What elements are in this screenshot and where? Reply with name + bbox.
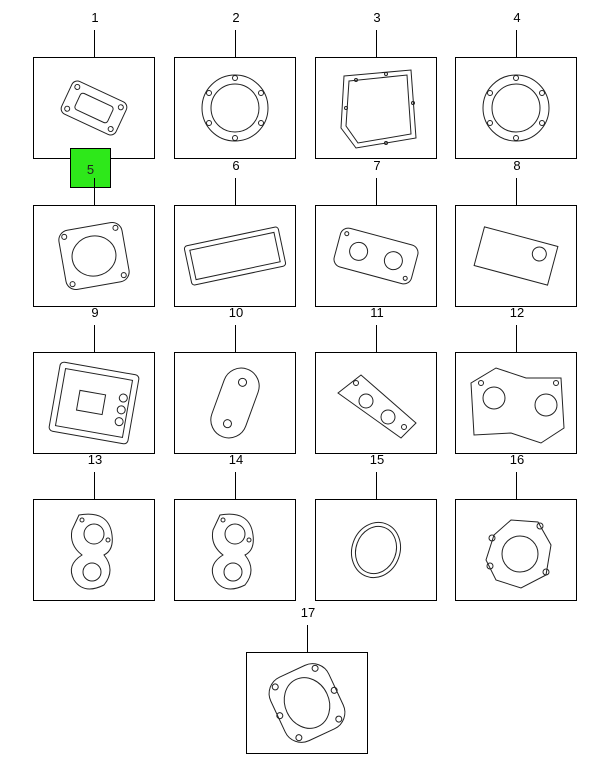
part-number-label[interactable]: 11 <box>370 305 384 320</box>
part-callout-14[interactable]: 14 <box>174 452 298 602</box>
part-image[interactable] <box>315 57 437 159</box>
gasket-drawing <box>210 367 260 439</box>
part-image[interactable] <box>33 57 155 159</box>
leader-line <box>235 178 236 205</box>
leader-line <box>235 325 236 352</box>
leader-line <box>94 325 95 352</box>
part-number-label[interactable]: 17 <box>300 605 316 620</box>
part-callout-8[interactable]: 8 <box>455 158 579 308</box>
part-number-label[interactable]: 1 <box>91 10 99 25</box>
part-number-label[interactable]: 3 <box>373 10 381 25</box>
leader-line <box>516 472 517 499</box>
part-image[interactable] <box>33 205 155 307</box>
gasket-drawing <box>485 519 552 589</box>
gasket-drawing <box>473 226 559 286</box>
leader-line <box>94 30 95 57</box>
part-callout-13[interactable]: 13 <box>33 452 157 602</box>
gasket-drawing <box>340 69 417 149</box>
part-callout-10[interactable]: 10 <box>174 305 298 455</box>
part-number-label[interactable]: 2 <box>232 10 240 25</box>
part-number-label[interactable]: 7 <box>373 158 381 173</box>
gasket-drawing <box>60 80 128 136</box>
leader-line <box>516 178 517 205</box>
part-number-label[interactable]: 16 <box>509 452 525 467</box>
part-number-label[interactable]: 15 <box>369 452 385 467</box>
leader-line <box>376 325 377 352</box>
part-number-label[interactable]: 9 <box>91 305 99 320</box>
selected-part-marker[interactable]: 5 <box>70 148 111 188</box>
part-image[interactable] <box>174 499 296 601</box>
leader-line <box>235 30 236 57</box>
gasket-drawing <box>183 226 287 286</box>
part-image[interactable] <box>455 205 577 307</box>
part-number-label[interactable]: 6 <box>232 158 240 173</box>
leader-line <box>376 472 377 499</box>
gasket-drawing <box>337 374 417 439</box>
gasket-drawing <box>58 221 130 291</box>
gasket-drawing <box>201 74 269 142</box>
gasket-drawing <box>268 663 346 743</box>
part-callout-11[interactable]: 11 <box>315 305 439 455</box>
leader-line <box>376 30 377 57</box>
part-image[interactable] <box>174 205 296 307</box>
part-number-label[interactable]: 14 <box>228 452 244 467</box>
gasket-drawing <box>211 513 254 590</box>
part-callout-5[interactable]: 5 <box>33 148 157 308</box>
part-callout-16[interactable]: 16 <box>455 452 579 602</box>
part-callout-9[interactable]: 9 <box>33 305 157 455</box>
part-callout-17[interactable]: 17 <box>246 605 370 755</box>
part-callout-2[interactable]: 2 <box>174 10 298 160</box>
part-image[interactable] <box>174 57 296 159</box>
part-callout-4[interactable]: 4 <box>455 10 579 160</box>
leader-line <box>516 325 517 352</box>
leader-line <box>94 472 95 499</box>
gasket-drawing <box>470 367 565 444</box>
part-callout-6[interactable]: 6 <box>174 158 298 308</box>
part-image[interactable] <box>315 205 437 307</box>
part-callout-15[interactable]: 15 <box>315 452 439 602</box>
part-image[interactable] <box>455 57 577 159</box>
leader-line <box>235 472 236 499</box>
gasket-drawing <box>48 361 140 445</box>
part-image[interactable] <box>174 352 296 454</box>
part-callout-1[interactable]: 1 <box>33 10 157 160</box>
part-image[interactable] <box>33 352 155 454</box>
part-image[interactable] <box>315 499 437 601</box>
leader-line <box>376 178 377 205</box>
part-image[interactable] <box>246 652 368 754</box>
part-number-label[interactable]: 10 <box>228 305 244 320</box>
part-callout-3[interactable]: 3 <box>315 10 439 160</box>
part-number-label[interactable]: 13 <box>87 452 103 467</box>
part-image[interactable] <box>455 352 577 454</box>
part-number-label[interactable]: 12 <box>509 305 525 320</box>
part-number-label[interactable]: 4 <box>513 10 521 25</box>
gasket-drawing <box>350 521 402 579</box>
leader-line <box>307 625 308 652</box>
part-image[interactable] <box>455 499 577 601</box>
gasket-drawing <box>333 227 419 285</box>
part-callout-7[interactable]: 7 <box>315 158 439 308</box>
gasket-drawing <box>482 74 550 142</box>
part-callout-12[interactable]: 12 <box>455 305 579 455</box>
part-number-label[interactable]: 8 <box>513 158 521 173</box>
leader-line <box>94 178 95 205</box>
part-image[interactable] <box>33 499 155 601</box>
gasket-drawing <box>70 513 113 590</box>
leader-line <box>516 30 517 57</box>
part-image[interactable] <box>315 352 437 454</box>
